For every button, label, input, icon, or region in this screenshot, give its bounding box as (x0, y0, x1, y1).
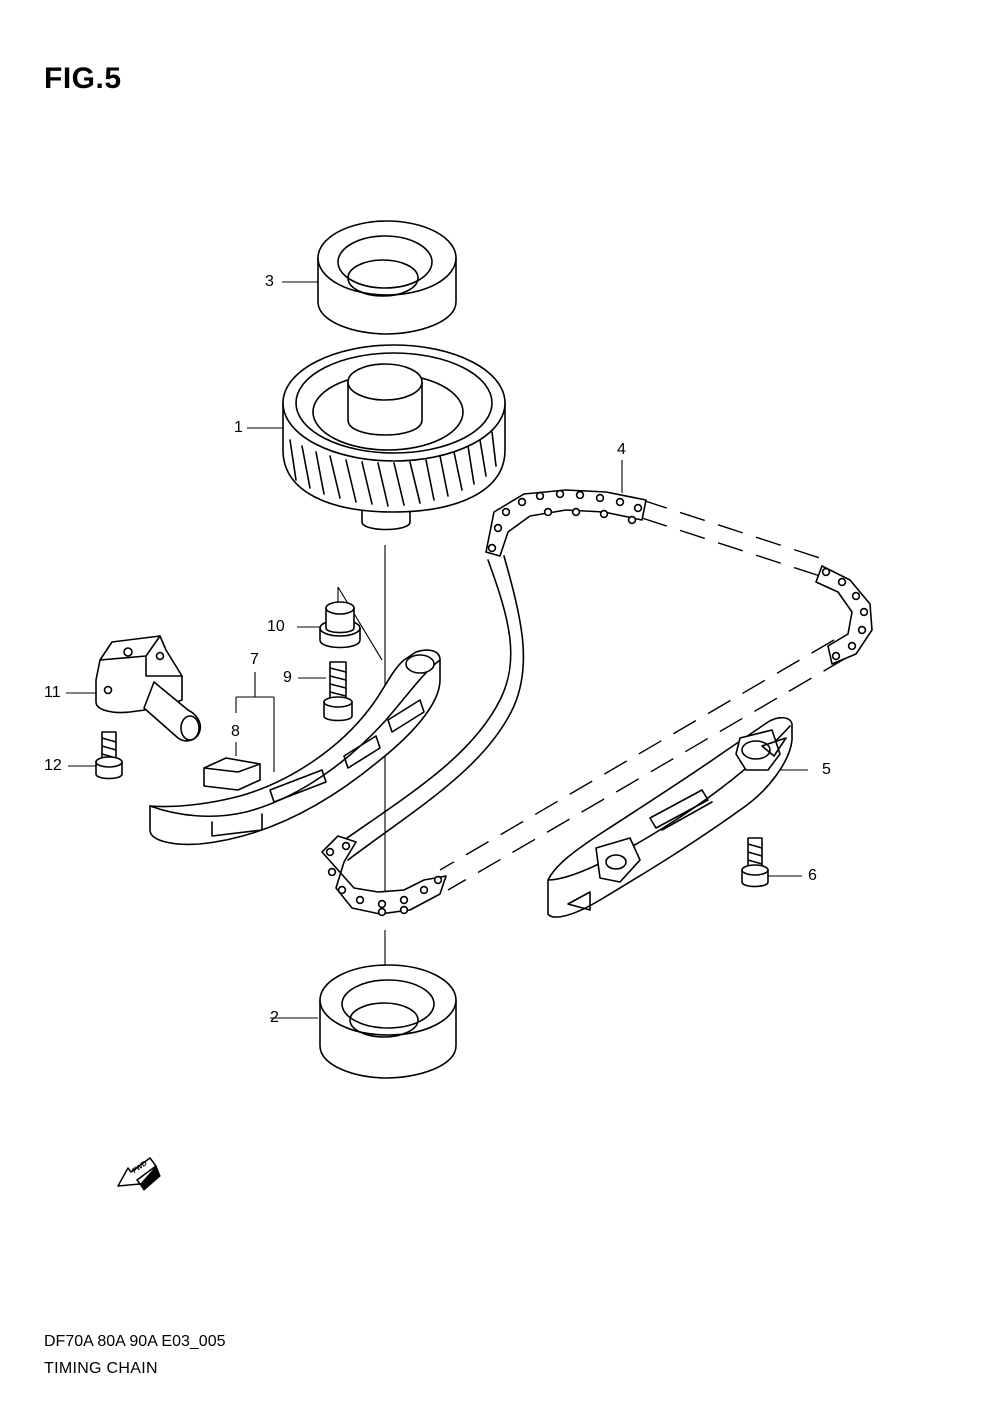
callout-10: 10 (267, 618, 285, 635)
timing-chain (321, 489, 873, 917)
figure-title: FIG.5 (44, 62, 122, 95)
bolt-9 (323, 661, 353, 722)
bolt-12 (95, 731, 123, 780)
callout-8: 8 (231, 723, 240, 740)
bearing-bottom (319, 964, 457, 1079)
callout-6: 6 (808, 867, 817, 884)
chain-links-upper (321, 489, 873, 915)
chain-pins (325, 489, 869, 917)
bearing-top (317, 220, 457, 335)
section-name: TIMING CHAIN (44, 1360, 158, 1377)
chain-tensioner (95, 635, 202, 742)
callout-4: 4 (617, 441, 626, 458)
callout-7: 7 (250, 651, 259, 668)
callout-2: 2 (270, 1009, 279, 1026)
sleeve-collar (319, 601, 361, 649)
gear-teeth (289, 431, 497, 507)
model-code: DF70A 80A 90A E03_005 (44, 1333, 226, 1350)
callout-11: 11 (44, 684, 61, 701)
chain-guide-right (547, 716, 793, 918)
callout-5: 5 (822, 761, 831, 778)
fwd-arrow-icon (117, 1157, 161, 1191)
callout-3: 3 (265, 273, 274, 290)
timing-gear (282, 344, 506, 531)
callout-9: 9 (283, 669, 292, 686)
chain-guide-left (149, 649, 441, 846)
bolt-6 (741, 837, 769, 888)
guide-pad (203, 757, 261, 791)
callout-12: 12 (44, 757, 62, 774)
callout-1: 1 (234, 419, 243, 436)
